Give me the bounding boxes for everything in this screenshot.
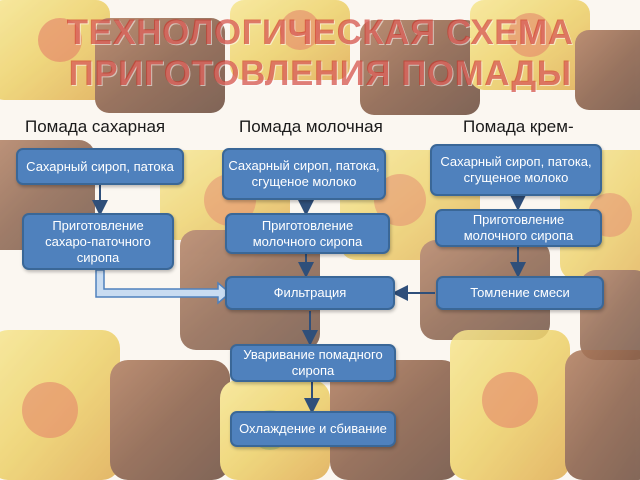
box-cream-prep: Приготовление молочного сиропа xyxy=(435,209,602,247)
box-sugar-prep: Приготовление сахаро-паточного сиропа xyxy=(22,213,174,270)
box-milk-syrup: Сахарный сироп, патока, сгущеное молоко xyxy=(222,148,386,200)
slide-title-line-1: ТЕХНОЛОГИЧЕСКАЯ СХЕМА xyxy=(66,13,574,52)
box-cooling: Охлаждение и сбивание xyxy=(230,411,396,447)
column-header-sugar: Помада сахарная xyxy=(25,117,166,136)
box-sugar-syrup: Сахарный сироп, патока xyxy=(16,148,184,185)
box-boiling: Уваривание помадного сиропа xyxy=(230,344,396,382)
slide-title-line-2: ПРИГОТОВЛЕНИЯ ПОМАДЫ xyxy=(68,54,572,93)
box-cream-syrup: Сахарный сироп, патока, сгущеное молоко xyxy=(430,144,602,196)
box-filtration: Фильтрация xyxy=(225,276,395,310)
column-header-milk: Помада молочная xyxy=(239,117,383,136)
box-milk-prep: Приготовление молочного сиропа xyxy=(225,213,390,254)
column-header-cream: Помада крем- xyxy=(463,117,574,136)
box-simmer: Томление смеси xyxy=(436,276,604,310)
